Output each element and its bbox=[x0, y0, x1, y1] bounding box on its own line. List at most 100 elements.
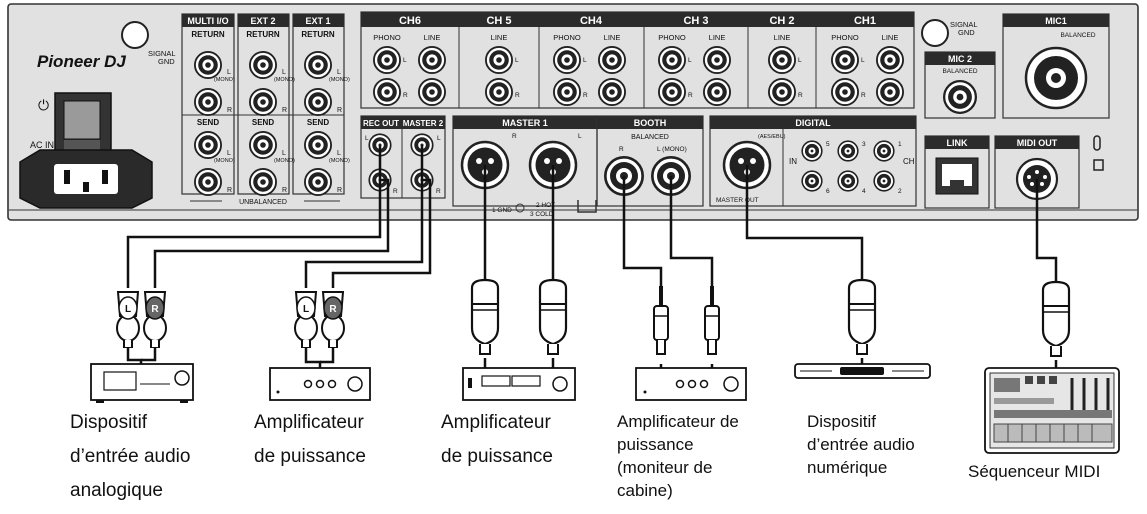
digital-label: DIGITAL bbox=[795, 118, 831, 128]
svg-text:R: R bbox=[227, 107, 232, 114]
svg-text:L: L bbox=[227, 150, 231, 157]
cable-rec-out-r bbox=[153, 178, 390, 288]
booth-section: BOOTH BALANCED R L (MONO) bbox=[577, 115, 704, 213]
svg-text:L: L bbox=[303, 304, 309, 315]
svg-text:RETURN: RETURN bbox=[191, 30, 225, 39]
svg-text:L: L bbox=[688, 57, 692, 64]
svg-text:L: L bbox=[578, 133, 582, 140]
multi-io-label: MULTI I/O bbox=[187, 16, 228, 26]
svg-text:L: L bbox=[365, 135, 369, 142]
svg-text:R: R bbox=[337, 107, 342, 114]
jack bbox=[194, 131, 222, 159]
caption-power-amplifier-2: Amplificateur de puissance bbox=[441, 412, 553, 467]
cable-midi bbox=[1035, 179, 1058, 282]
svg-text:(MONO): (MONO) bbox=[274, 77, 295, 83]
ch3-label: CH 3 bbox=[683, 15, 708, 27]
midi-out-label: MIDI OUT bbox=[1017, 138, 1058, 148]
jack bbox=[249, 168, 277, 196]
svg-text:RETURN: RETURN bbox=[301, 30, 335, 39]
svg-text:GND: GND bbox=[158, 57, 175, 66]
svg-text:R: R bbox=[329, 304, 337, 315]
svg-text:R: R bbox=[337, 187, 342, 194]
rec-out-master2: REC OUT MASTER 2 L L R R bbox=[360, 115, 446, 199]
svg-text:L (MONO): L (MONO) bbox=[657, 146, 687, 153]
channel-inputs: CH6 CH 5 CH4 CH 3 CH 2 CH1 PHONO LINE LI… bbox=[360, 11, 915, 109]
jack bbox=[194, 51, 222, 79]
plug-l-label: L bbox=[125, 304, 131, 315]
svg-text:LINE: LINE bbox=[774, 33, 791, 42]
cable-rec-out-l bbox=[126, 145, 382, 288]
svg-text:(MONO): (MONO) bbox=[329, 77, 350, 83]
jack bbox=[304, 168, 332, 196]
svg-text:(MONO): (MONO) bbox=[274, 158, 295, 164]
ch2-label: CH 2 bbox=[769, 15, 794, 27]
svg-text:PHONO: PHONO bbox=[553, 33, 581, 42]
multi-io-ext-section: MULTI I/O EXT 2 EXT 1 RETURN RETURN RETU… bbox=[181, 13, 350, 206]
jack bbox=[194, 88, 222, 116]
cable-booth-l bbox=[669, 176, 714, 286]
svg-text:R: R bbox=[282, 107, 287, 114]
svg-text:IN: IN bbox=[789, 157, 797, 166]
ch1-label: CH1 bbox=[854, 15, 876, 27]
svg-text:R: R bbox=[583, 92, 588, 99]
brand-logo: Pioneer DJ bbox=[37, 52, 126, 71]
jack bbox=[194, 168, 222, 196]
jack bbox=[304, 88, 332, 116]
device-booth-amplifier bbox=[635, 367, 747, 401]
svg-text:L: L bbox=[861, 57, 865, 64]
svg-text:(MONO): (MONO) bbox=[329, 158, 350, 164]
mic-section: MIC1 BALANCED MIC 2 BALANCED bbox=[924, 13, 1110, 119]
device-amplifier-2 bbox=[462, 367, 576, 401]
svg-text:R: R bbox=[393, 188, 398, 195]
svg-text:RETURN: RETURN bbox=[246, 30, 280, 39]
svg-text:L: L bbox=[282, 150, 286, 157]
svg-text:R: R bbox=[403, 92, 408, 99]
digital-section: DIGITAL (AES/EBU) MASTER OUT IN CH 5 3 1… bbox=[709, 115, 917, 207]
plugs: L R L R bbox=[116, 278, 1071, 358]
master2-label: MASTER 2 bbox=[403, 119, 444, 128]
cable-master2-r bbox=[331, 178, 432, 288]
svg-text:L: L bbox=[437, 135, 441, 142]
ch5-label: CH 5 bbox=[486, 15, 511, 27]
ext2-label: EXT 2 bbox=[250, 16, 275, 26]
jack bbox=[249, 88, 277, 116]
cables bbox=[126, 145, 1058, 288]
svg-text:L: L bbox=[227, 69, 231, 76]
svg-text:MASTER OUT: MASTER OUT bbox=[716, 197, 759, 204]
svg-text:SIGNAL: SIGNAL bbox=[148, 49, 176, 58]
svg-text:2 HOT: 2 HOT bbox=[536, 202, 555, 209]
ext1-label: EXT 1 bbox=[305, 16, 330, 26]
power-icon: ⏻ bbox=[38, 97, 49, 113]
svg-text:3: 3 bbox=[862, 141, 866, 148]
svg-text:SEND: SEND bbox=[252, 118, 274, 127]
device-amplifier-1 bbox=[269, 367, 371, 401]
svg-text:PHONO: PHONO bbox=[658, 33, 686, 42]
svg-text:6: 6 bbox=[826, 188, 830, 195]
mic1-label: MIC1 bbox=[1045, 16, 1067, 26]
svg-text:CH: CH bbox=[903, 157, 915, 166]
device-analog-input bbox=[90, 363, 194, 403]
link-section: LINK bbox=[924, 135, 990, 209]
device-midi-sequencer bbox=[984, 367, 1120, 454]
caption-booth-monitor-amplifier: Amplificateur de puissance (moniteur de … bbox=[617, 412, 739, 500]
svg-text:SEND: SEND bbox=[197, 118, 219, 127]
svg-text:BALANCED: BALANCED bbox=[942, 68, 977, 75]
svg-text:R: R bbox=[282, 187, 287, 194]
svg-text:4: 4 bbox=[862, 188, 866, 195]
caption-power-amplifier-1: Amplificateur de puissance bbox=[254, 412, 366, 467]
svg-text:L: L bbox=[798, 57, 802, 64]
svg-text:L: L bbox=[515, 57, 519, 64]
svg-text:1 GND: 1 GND bbox=[492, 207, 512, 214]
jack bbox=[249, 131, 277, 159]
cable-master2-l bbox=[304, 145, 424, 288]
caption-midi-sequencer: Séquenceur MIDI bbox=[968, 462, 1101, 481]
svg-text:LINE: LINE bbox=[604, 33, 621, 42]
svg-text:R: R bbox=[619, 146, 624, 153]
svg-text:SEND: SEND bbox=[307, 118, 329, 127]
cable-digital-out bbox=[745, 165, 864, 280]
svg-text:BALANCED: BALANCED bbox=[631, 134, 669, 141]
master1-label: MASTER 1 bbox=[502, 118, 548, 128]
security-slot-icon bbox=[1093, 135, 1104, 171]
